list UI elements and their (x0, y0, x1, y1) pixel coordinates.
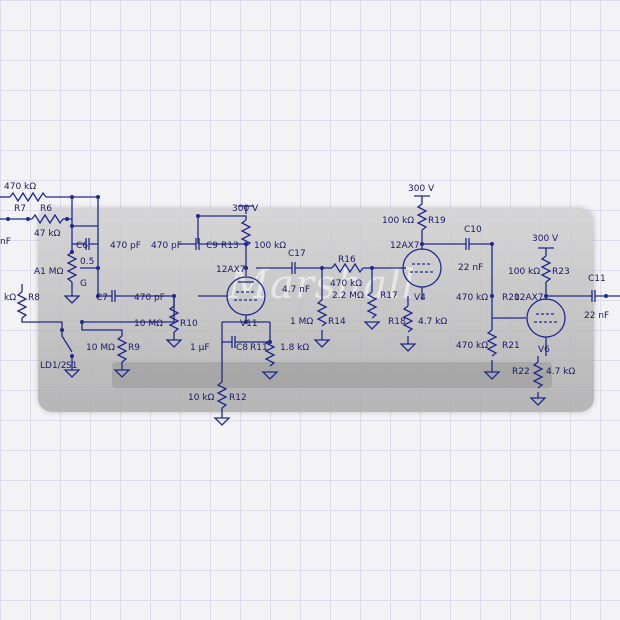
label-r18: R18 (388, 317, 406, 327)
potentiometer-a1[interactable] (63, 244, 98, 304)
label-r7: R7 (14, 204, 26, 214)
label-r22-value: 4.7 kΩ (546, 367, 575, 377)
label-r9: R9 (128, 343, 140, 353)
label-r18-value: 4.7 kΩ (418, 317, 447, 327)
capacitor-c9[interactable] (97, 238, 246, 296)
label-c10-value: 22 nF (458, 263, 483, 273)
label-r21-value: 470 kΩ (456, 341, 488, 351)
label-c7-value: 470 pF (134, 293, 165, 303)
label-r12: R12 (229, 393, 247, 403)
resistor-r8[interactable] (16, 284, 63, 330)
amplifier-control-panel (112, 362, 552, 388)
resistor-r18[interactable] (399, 296, 417, 352)
label-c8-value: 1 μF (190, 343, 210, 353)
label-r10: R10 (180, 319, 198, 329)
label-c6-value: 470 pF (110, 241, 141, 251)
label-c11-value: 22 nF (584, 311, 609, 321)
label-r23: R23 (552, 267, 570, 277)
resistor-r11[interactable] (261, 322, 279, 380)
label-r14-value: 1 MΩ (290, 317, 313, 327)
label-tube1: V11 (240, 319, 258, 329)
label-c6: C6 (76, 241, 88, 251)
label-c9: C9 (206, 241, 218, 251)
label-s1: S1 (66, 361, 77, 371)
resistor-r12[interactable] (213, 342, 231, 426)
label-r17-value: 2.2 MΩ (332, 291, 364, 301)
label-c17-value: 4.7 nF (282, 285, 310, 295)
label-r22: R22 (512, 367, 530, 377)
label-c9-value: 470 pF (151, 241, 182, 251)
label-pot-name: A1 MΩ (34, 267, 64, 277)
label-r23-value: 100 kΩ (508, 267, 540, 277)
label-c11: C11 (588, 274, 606, 284)
label-r8-value: kΩ (4, 293, 16, 303)
label-tube1-type: 12AX7 (216, 265, 246, 275)
label-left-nf: nF (0, 237, 11, 247)
label-ld: LD1/2 (40, 361, 66, 371)
label-r16: R16 (338, 255, 356, 265)
label-c10: C10 (464, 225, 482, 235)
label-r19-value: 100 kΩ (382, 216, 414, 226)
label-pot-g: G (80, 279, 87, 289)
label-r20: R20 (502, 293, 520, 303)
label-300v-1: 300 V (232, 204, 259, 214)
label-r13: R13 (221, 241, 239, 251)
label-c7: C7 (96, 293, 108, 303)
label-r6: R6 (40, 204, 52, 214)
resistor-r10[interactable] (165, 296, 183, 348)
label-tube3: V6 (538, 345, 550, 355)
label-r11: R11 (250, 343, 268, 353)
tube-v11[interactable] (198, 205, 266, 322)
label-pot-value: 0.5 (80, 257, 94, 267)
resistor-r21[interactable] (483, 329, 501, 380)
label-tube2-type: 12AX7 (390, 241, 420, 251)
label-r12-value: 10 kΩ (188, 393, 215, 403)
label-tube3-type: 12AX7 (514, 293, 544, 303)
label-300v-3: 300 V (532, 234, 559, 244)
label-r17: R17 (380, 291, 398, 301)
label-r19: R19 (428, 216, 446, 226)
label-tube2: V4 (414, 293, 426, 303)
resistor-r22[interactable] (529, 356, 547, 406)
label-c17: C17 (288, 249, 306, 259)
tube-v4[interactable] (402, 195, 442, 300)
label-r8: R8 (28, 293, 40, 303)
label-r11-value: 1.8 kΩ (280, 343, 309, 353)
label-r13-value: 100 kΩ (254, 241, 286, 251)
label-300v-2: 300 V (408, 184, 435, 194)
label-r16-value: 470 kΩ (330, 279, 362, 289)
label-r10-value: 10 MΩ (134, 319, 163, 329)
label-r20-value: 470 kΩ (456, 293, 488, 303)
resistor-r17[interactable] (363, 268, 381, 330)
resistor-r9[interactable] (81, 322, 131, 378)
label-r14: R14 (328, 317, 346, 327)
label-r21: R21 (502, 341, 520, 351)
resistor-r14[interactable] (313, 268, 331, 348)
capacitor-c17[interactable] (256, 262, 322, 274)
label-r6-value: 47 kΩ (34, 229, 61, 239)
label-c8: C8 (236, 343, 248, 353)
capacitor-c7[interactable] (98, 290, 174, 302)
label-r9-value: 10 MΩ (86, 343, 115, 353)
label-r-top-value: 470 kΩ (4, 182, 36, 192)
